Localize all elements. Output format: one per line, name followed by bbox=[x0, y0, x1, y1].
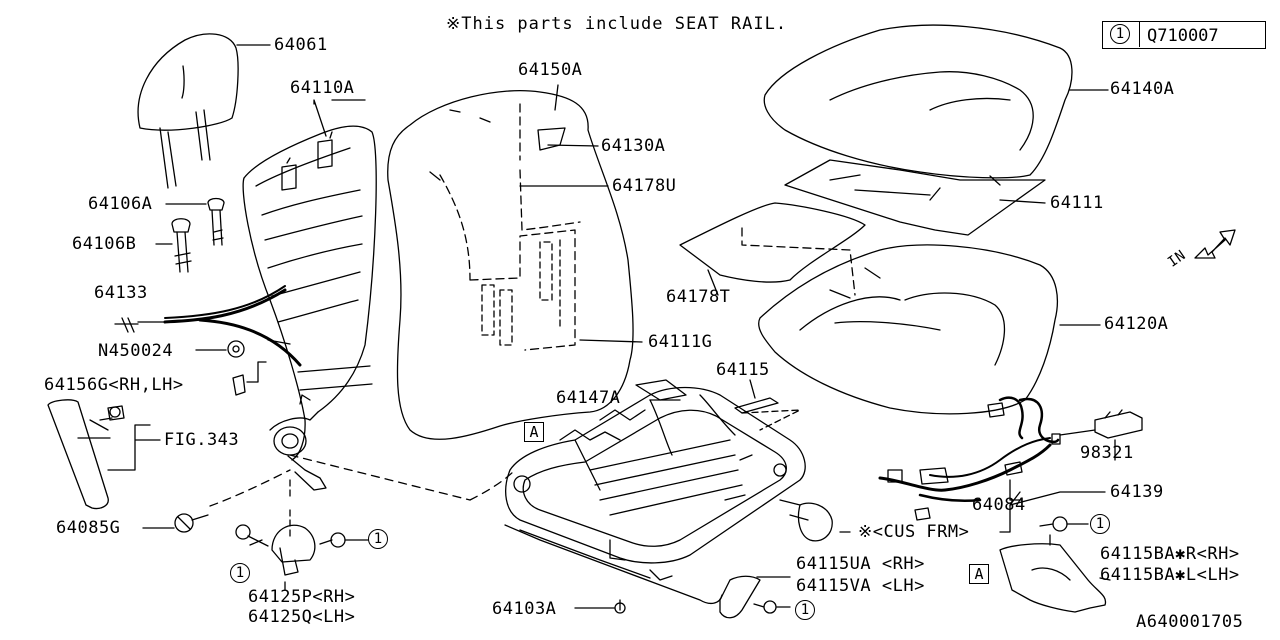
ref-number-cell: 1 bbox=[1103, 22, 1140, 47]
harness-64084 bbox=[878, 396, 1061, 521]
part-64115 bbox=[734, 379, 801, 431]
clip-64156g bbox=[232, 361, 267, 396]
leader-lines bbox=[839, 491, 1106, 533]
part-label-64115[interactable]: 64115 bbox=[716, 360, 770, 380]
part-label-64147a[interactable]: 64147A bbox=[556, 388, 621, 408]
part-label-64150a[interactable]: 64150A bbox=[518, 60, 583, 80]
part-label-64115ba-l[interactable]: 64115BA✱L<LH> bbox=[1100, 565, 1240, 585]
back-harness bbox=[114, 285, 302, 367]
part-label-64084[interactable]: 64084 bbox=[972, 495, 1026, 515]
callout-circle-3: 1 bbox=[1090, 514, 1110, 534]
direction-label: IN bbox=[1165, 247, 1189, 271]
cushion-pad bbox=[758, 244, 1101, 415]
part-label-64115va[interactable]: 64115VA <LH> bbox=[796, 576, 925, 596]
part-label-64115ua[interactable]: 64115UA <RH> bbox=[796, 554, 925, 574]
bolts bbox=[155, 197, 225, 273]
part-label-fig343[interactable]: FIG.343 bbox=[164, 430, 240, 450]
part-label-64111g[interactable]: 64111G bbox=[648, 332, 713, 352]
bracket-64115ua bbox=[719, 575, 791, 619]
back-cover bbox=[387, 84, 643, 440]
part-label-64115ba-r[interactable]: 64115BA✱R<RH> bbox=[1100, 544, 1240, 564]
side-trim bbox=[47, 399, 161, 510]
connector-98321 bbox=[1059, 409, 1143, 461]
bracket-64125 bbox=[235, 479, 369, 591]
part-label-64110a[interactable]: 64110A bbox=[290, 78, 355, 98]
callout-circle-4: 1 bbox=[795, 600, 815, 620]
part-label-64106b[interactable]: 64106B bbox=[72, 234, 137, 254]
callout-circle-1: 1 bbox=[368, 529, 388, 549]
part-label-64085g[interactable]: 64085G bbox=[56, 518, 121, 538]
ref-code: Q710007 bbox=[1147, 26, 1219, 46]
callout-box-a-2: A bbox=[969, 564, 989, 584]
part-label-64140a[interactable]: 64140A bbox=[1110, 79, 1175, 99]
direction-arrow bbox=[1194, 229, 1236, 259]
part-label-64178u[interactable]: 64178U bbox=[612, 176, 677, 196]
part-label-64125p[interactable]: 64125P<RH> bbox=[248, 587, 356, 607]
cushion-cover bbox=[763, 24, 1109, 179]
part-label-64125q[interactable]: 64125Q<LH> bbox=[248, 607, 356, 627]
part-label-64156g[interactable]: 64156G<RH,LH> bbox=[44, 375, 184, 395]
seat-back-frame bbox=[242, 99, 377, 491]
headrest bbox=[137, 33, 271, 189]
diagram-note: ※This parts include SEAT RAIL. bbox=[446, 14, 788, 34]
diagram-code: A640001705 bbox=[1136, 612, 1244, 632]
part-label-64178t[interactable]: 64178T bbox=[666, 287, 731, 307]
part-label-64130a[interactable]: 64130A bbox=[601, 136, 666, 156]
part-label-64139[interactable]: 64139 bbox=[1110, 482, 1164, 502]
pad-64111 bbox=[784, 159, 1046, 236]
part-label-64120a[interactable]: 64120A bbox=[1104, 314, 1169, 334]
part-label-64103a[interactable]: 64103A bbox=[492, 599, 557, 619]
seat-frame bbox=[289, 379, 833, 614]
callout-box-a-1: A bbox=[524, 422, 544, 442]
part-label-64106a[interactable]: 64106A bbox=[88, 194, 153, 214]
part-label-cus-frm[interactable]: ※<CUS FRM> bbox=[858, 522, 970, 542]
ref-number: 1 bbox=[1110, 24, 1130, 44]
part-label-n450024[interactable]: N450024 bbox=[98, 341, 174, 361]
bolt-64085g bbox=[142, 469, 291, 533]
part-label-64133[interactable]: 64133 bbox=[94, 283, 148, 303]
reference-box: 1 Q710007 bbox=[1102, 21, 1266, 49]
callout-circle-2: 1 bbox=[230, 563, 250, 583]
bracket-64115ba bbox=[999, 516, 1111, 613]
part-label-98321[interactable]: 98321 bbox=[1080, 443, 1134, 463]
part-label-64061[interactable]: 64061 bbox=[274, 35, 328, 55]
heater-64178t bbox=[679, 202, 866, 296]
part-label-64111[interactable]: 64111 bbox=[1050, 193, 1104, 213]
